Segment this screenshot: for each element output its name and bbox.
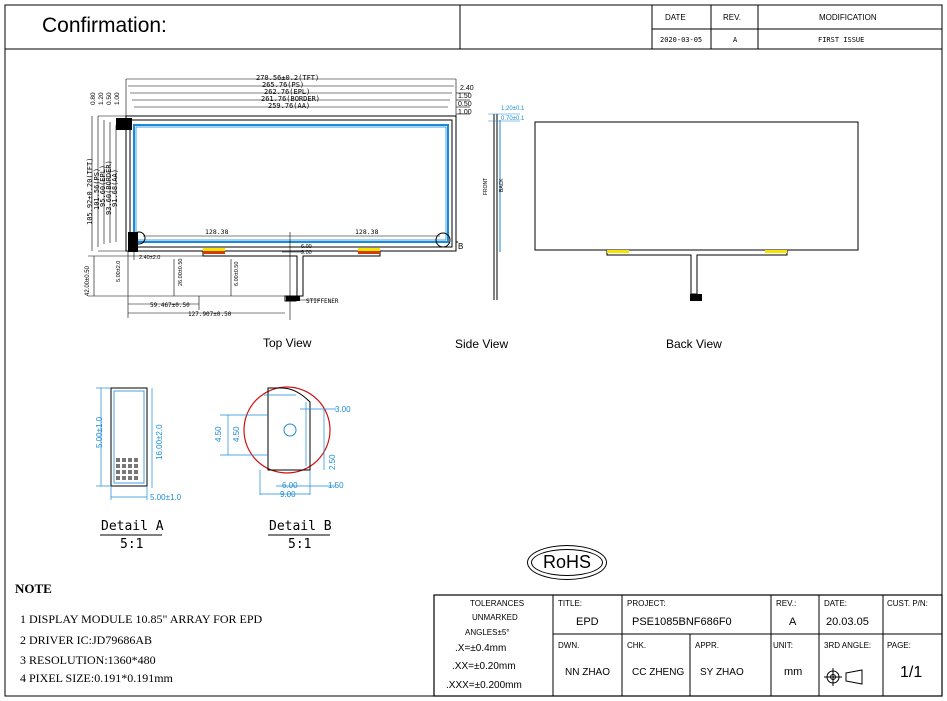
dim-pitch-right: 128.38 <box>355 228 379 236</box>
tb-page-value: 1/1 <box>900 664 923 681</box>
tb-project-value: PSE1085BNF686F0 <box>632 616 732 628</box>
tb-date-label: DATE: <box>824 599 847 608</box>
dim-42: 42.00±0.50 <box>85 266 91 296</box>
detail-b-drawing <box>220 386 336 495</box>
tb-dwn-label: DWN. <box>558 641 580 650</box>
detail-b-dim-6: 6.00 <box>282 481 298 490</box>
detail-b-dim-1-50: 1.50 <box>328 481 344 490</box>
detail-b-scale: 5:1 <box>288 537 312 552</box>
side-view-label: Side View <box>455 337 509 351</box>
dim-fpc-6: 6.00 <box>301 244 312 250</box>
rohs-logo: RoHS <box>527 545 607 580</box>
note-item-4: 4 PIXEL SIZE:0.191*0.191mm <box>20 671 173 685</box>
tb-appr-label: APPR. <box>695 641 720 650</box>
rev-row-date: 2020-03-05 <box>660 36 703 44</box>
dim-aa-height: 91.68(AA) <box>111 169 119 207</box>
tb-unit-label: UNIT: <box>773 641 793 650</box>
detail-a-scale: 5:1 <box>120 537 144 552</box>
corner-b-label: B <box>458 242 464 251</box>
tb-appr-value: SY ZHAO <box>700 667 744 678</box>
rev-header-modification: MODIFICATION <box>819 13 877 22</box>
dim-tft-width: 270.56±0.2(TFT) <box>256 74 320 82</box>
dim-26: 26.00±0.50 <box>178 258 184 287</box>
tb-unmarked: UNMARKED <box>472 613 518 622</box>
top-view-label: Top View <box>263 336 312 350</box>
detail-a-dim-b: 5.00±1.0 <box>150 493 182 502</box>
stiffener-label: STIFFENER <box>306 298 339 305</box>
tb-title-label: TITLE: <box>558 599 583 608</box>
detail-a-dim-w: 5.00±1.0 <box>95 416 104 448</box>
tb-rev-label: REV.: <box>776 599 797 608</box>
tb-tol-xx: .XX=±0.20mm <box>452 661 516 672</box>
note-item-3: 3 RESOLUTION:1360*480 <box>20 653 156 667</box>
dim-epl-width: 262.76(EPL) <box>264 88 311 96</box>
tb-angles: ANGLES±5° <box>465 628 510 637</box>
side-dim-0-70: 0.70±0.1 <box>501 116 525 122</box>
detail-a-drawing <box>96 387 153 500</box>
detail-b-dim-4-50b: 4.50 <box>232 426 241 442</box>
tb-chk-value: CC ZHENG <box>632 667 685 678</box>
back-view-label: Back View <box>666 337 722 351</box>
dim-left-1-00: 1.00 <box>114 92 121 105</box>
dim-2-40: 2.40±2.0 <box>139 255 161 261</box>
tb-tolerances: TOLERANCES <box>470 599 525 608</box>
dim-ps-width: 265.76(PS) <box>262 81 305 89</box>
dim-pitch-left: 128.38 <box>205 228 229 236</box>
side-dim-1-20: 1.20±0.1 <box>501 106 525 112</box>
tb-tol-xxx: .XXX=±0.200mm <box>446 680 522 691</box>
dim-right-1-00: 1.00 <box>458 109 472 116</box>
dim-left-0-50: 0.50 <box>106 92 113 105</box>
tb-tol-x: .X=±0.4mm <box>455 643 507 654</box>
tb-dwn-value: NN ZHAO <box>565 667 610 678</box>
side-front-label: FRONT <box>483 177 489 195</box>
rev-header-date: DATE <box>665 13 686 22</box>
tb-date-value: 20.03.05 <box>826 616 869 628</box>
note-title: NOTE <box>15 581 52 596</box>
dim-left-0-80: 0.80 <box>90 92 97 105</box>
rev-row-rev: A <box>733 36 738 44</box>
dim-5: 5.00±2.0 <box>116 260 122 282</box>
top-view <box>88 78 470 320</box>
detail-a-dim-h: 16.00±2.0 <box>155 424 164 460</box>
dim-left-1-20: 1.20 <box>98 92 105 105</box>
detail-a-title: Detail A <box>101 519 164 534</box>
dim-127: 127.907±0.50 <box>188 311 232 318</box>
dim-right-1-50: 1.50 <box>458 93 472 100</box>
tb-project-label: PROJECT: <box>627 599 666 608</box>
tb-angle-label: 3RD ANGLE: <box>824 641 872 650</box>
note-item-1: 1 DISPLAY MODULE 10.85" ARRAY FOR EPD <box>20 612 263 626</box>
dim-59: 59.467±0.50 <box>150 302 190 309</box>
dim-6: 6.00±0.50 <box>234 261 240 286</box>
detail-b-dim-4-50a: 4.50 <box>214 426 223 442</box>
note-item-2: 2 DRIVER IC:JD79686AB <box>20 633 153 647</box>
tb-title-value: EPD <box>576 616 599 628</box>
detail-b-dim-3: 3.00 <box>335 405 351 414</box>
title-block-grid <box>433 594 943 697</box>
page-title: Confirmation: <box>42 14 167 37</box>
tb-rev-value: A <box>789 616 797 628</box>
rev-header-rev: REV. <box>723 13 741 22</box>
third-angle-icon <box>824 668 863 686</box>
rohs-text: RoHS <box>542 552 591 572</box>
dim-right-2-40: 2.40 <box>460 85 474 92</box>
detail-b-dim-9: 9.00 <box>280 490 296 499</box>
back-view <box>534 121 859 301</box>
dim-border-width: 261.76(BORDER) <box>261 95 321 103</box>
detail-b-title: Detail B <box>269 519 332 534</box>
detail-b-dim-2-50: 2.50 <box>328 454 337 470</box>
dim-aa-width: 259.76(AA) <box>268 102 311 110</box>
dim-right-0-50: 0.50 <box>458 101 472 108</box>
tb-cust-label: CUST. P/N: <box>887 599 928 608</box>
side-view <box>488 113 520 300</box>
tb-chk-label: CHK. <box>627 641 647 650</box>
dim-fpc-9: 9.00 <box>301 250 312 256</box>
rev-row-modification: FIRST ISSUE <box>818 36 865 44</box>
tb-page-label: PAGE: <box>887 641 911 650</box>
side-back-label: BACK <box>499 178 505 192</box>
tb-unit-value: mm <box>784 666 803 678</box>
